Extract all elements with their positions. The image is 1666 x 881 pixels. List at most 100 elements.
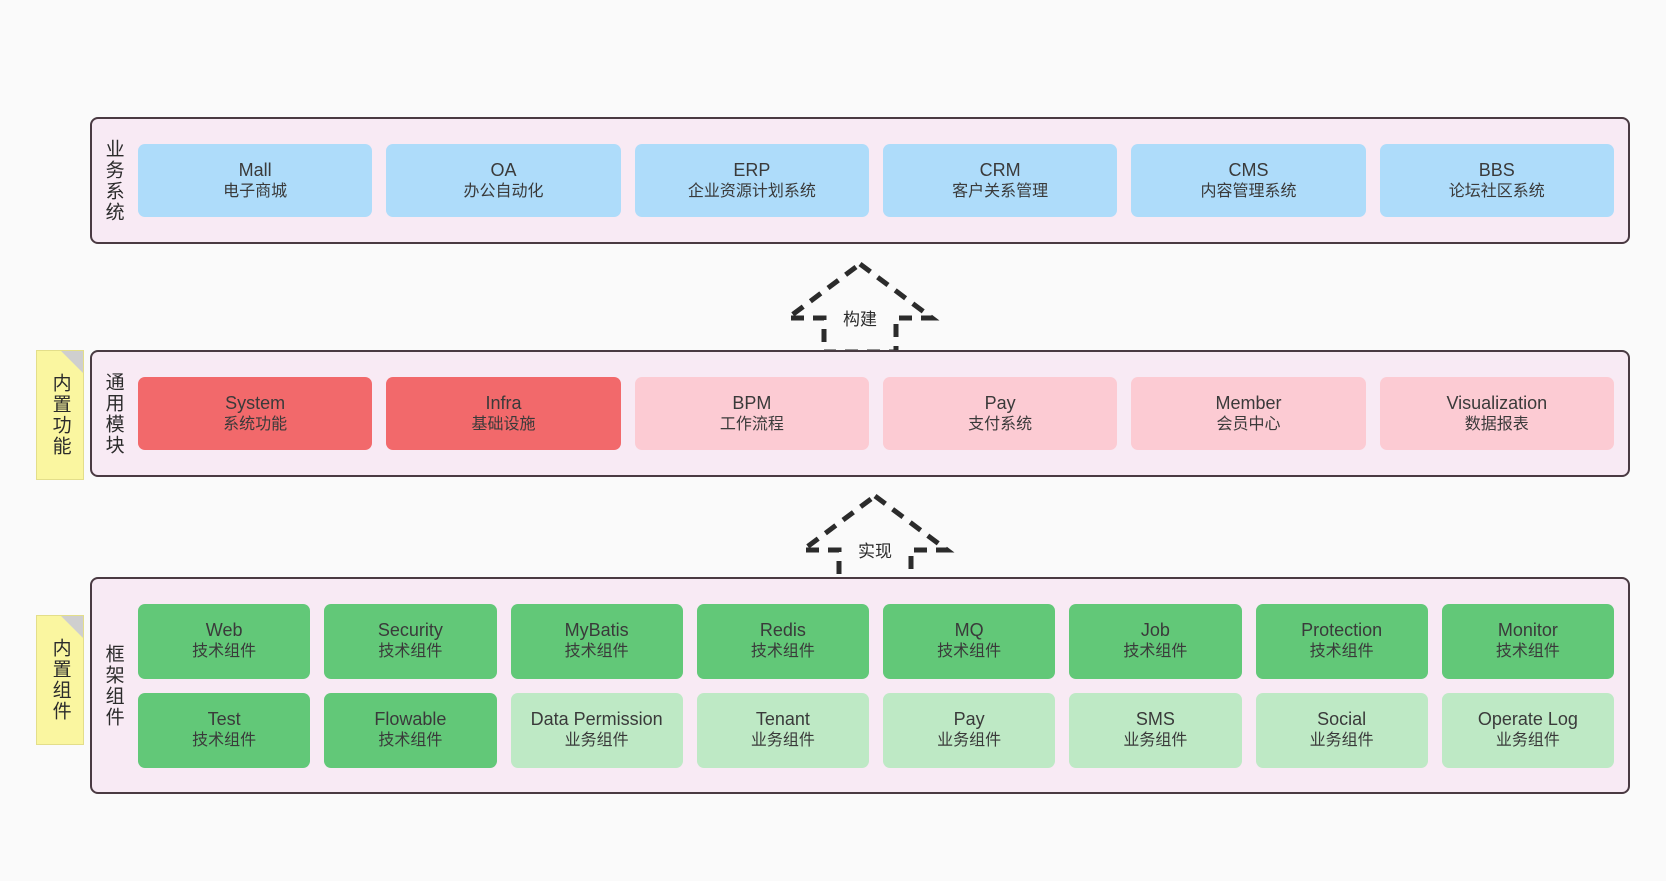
node-title: ERP — [733, 159, 771, 180]
note-builtin-component: 内置组件 — [36, 615, 84, 745]
node-title: Social — [1317, 709, 1367, 730]
node-flowable[interactable]: Flowable 技术组件 — [324, 692, 497, 768]
node-subtitle: 基础设施 — [471, 415, 536, 433]
layer-row: Web 技术组件 Security 技术组件 MyBatis 技术组件 Redi… — [138, 603, 1614, 679]
node-subtitle: 企业资源计划系统 — [687, 182, 816, 200]
node-data-permission[interactable]: Data Permission 业务组件 — [510, 692, 683, 768]
node-web[interactable]: Web 技术组件 — [138, 603, 311, 679]
node-subtitle: 系统功能 — [223, 415, 288, 433]
node-title: Protection — [1301, 620, 1383, 641]
node-title: Operate Log — [1477, 709, 1578, 730]
node-subtitle: 会员中心 — [1216, 415, 1281, 433]
layer-label-framework-component: 框架组件 — [102, 643, 124, 728]
node-title: MQ — [954, 620, 984, 641]
node-security[interactable]: Security 技术组件 — [324, 603, 497, 679]
layer-row: Mall 电子商城 OA 办公自动化 ERP 企业资源计划系统 CRM 客户关系… — [138, 144, 1614, 217]
layer-business-system: 业务系统 Mall 电子商城 OA 办公自动化 ERP 企业资源计划系统 CRM… — [90, 117, 1630, 244]
node-tenant[interactable]: Tenant 业务组件 — [696, 692, 869, 768]
node-subtitle: 业务组件 — [1495, 732, 1560, 750]
layer-body-common-module: System 系统功能 Infra 基础设施 BPM 工作流程 Pay 支付系统… — [134, 352, 1628, 475]
node-operate-log[interactable]: Operate Log 业务组件 — [1441, 692, 1614, 768]
node-redis[interactable]: Redis 技术组件 — [696, 603, 869, 679]
connector-implement: 实现 — [795, 490, 955, 588]
node-sms[interactable]: SMS 业务组件 — [1069, 692, 1242, 768]
node-subtitle: 技术组件 — [192, 732, 257, 750]
node-subtitle: 业务组件 — [564, 732, 629, 750]
node-mybatis[interactable]: MyBatis 技术组件 — [510, 603, 683, 679]
node-title: BBS — [1478, 159, 1515, 180]
node-oa[interactable]: OA 办公自动化 — [386, 144, 621, 217]
node-cms[interactable]: CMS 内容管理系统 — [1131, 144, 1366, 217]
node-pay-component[interactable]: Pay 业务组件 — [883, 692, 1056, 768]
node-title: System — [225, 392, 286, 413]
node-title: Job — [1140, 620, 1170, 641]
layer-body-business-system: Mall 电子商城 OA 办公自动化 ERP 企业资源计划系统 CRM 客户关系… — [134, 119, 1628, 242]
node-title: Pay — [953, 709, 985, 730]
node-title: Web — [205, 620, 243, 641]
note-builtin-function: 内置功能 — [36, 350, 84, 480]
node-subtitle: 技术组件 — [1495, 643, 1560, 661]
node-mq[interactable]: MQ 技术组件 — [883, 603, 1056, 679]
node-subtitle: 技术组件 — [750, 643, 815, 661]
node-job[interactable]: Job 技术组件 — [1069, 603, 1242, 679]
node-monitor[interactable]: Monitor 技术组件 — [1441, 603, 1614, 679]
node-mall[interactable]: Mall 电子商城 — [138, 144, 373, 217]
layer-row: Test 技术组件 Flowable 技术组件 Data Permission … — [138, 692, 1614, 768]
node-title: Monitor — [1497, 620, 1558, 641]
node-bpm[interactable]: BPM 工作流程 — [634, 377, 869, 450]
connector-build-label: 构建 — [840, 304, 880, 331]
node-title: OA — [490, 159, 517, 180]
node-subtitle: 工作流程 — [719, 415, 784, 433]
node-test[interactable]: Test 技术组件 — [138, 692, 311, 768]
layer-label-common-module: 通用模块 — [102, 371, 124, 456]
node-title: MyBatis — [564, 620, 629, 641]
node-title: Security — [377, 620, 443, 641]
node-infra[interactable]: Infra 基础设施 — [386, 377, 621, 450]
node-protection[interactable]: Protection 技术组件 — [1255, 603, 1428, 679]
node-subtitle: 技术组件 — [1309, 643, 1374, 661]
layer-body-framework-component: Web 技术组件 Security 技术组件 MyBatis 技术组件 Redi… — [134, 579, 1628, 792]
layer-framework-component: 框架组件 Web 技术组件 Security 技术组件 MyBatis 技术组件… — [90, 577, 1630, 794]
note-label: 内置组件 — [49, 638, 71, 722]
node-bbs[interactable]: BBS 论坛社区系统 — [1379, 144, 1614, 217]
node-title: Test — [207, 709, 241, 730]
note-label: 内置功能 — [49, 373, 71, 457]
layer-label-business-system: 业务系统 — [102, 138, 124, 223]
node-title: CMS — [1228, 159, 1269, 180]
node-title: Tenant — [755, 709, 810, 730]
node-title: SMS — [1135, 709, 1175, 730]
node-title: Mall — [238, 159, 272, 180]
node-subtitle: 内容管理系统 — [1200, 182, 1297, 200]
node-visualization[interactable]: Visualization 数据报表 — [1379, 377, 1614, 450]
node-erp[interactable]: ERP 企业资源计划系统 — [634, 144, 869, 217]
layer-common-module: 通用模块 System 系统功能 Infra 基础设施 BPM 工作流程 Pay… — [90, 350, 1630, 477]
node-subtitle: 技术组件 — [1123, 643, 1188, 661]
node-system[interactable]: System 系统功能 — [138, 377, 373, 450]
node-title: Visualization — [1446, 392, 1548, 413]
node-subtitle: 技术组件 — [378, 643, 443, 661]
node-pay-module[interactable]: Pay 支付系统 — [882, 377, 1118, 450]
node-title: Redis — [759, 620, 806, 641]
node-title: Flowable — [374, 709, 447, 730]
node-subtitle: 技术组件 — [937, 643, 1002, 661]
node-subtitle: 业务组件 — [750, 732, 815, 750]
node-social[interactable]: Social 业务组件 — [1255, 692, 1428, 768]
node-subtitle: 客户关系管理 — [952, 182, 1049, 200]
node-subtitle: 支付系统 — [968, 415, 1033, 433]
node-title: BPM — [732, 392, 772, 413]
node-member[interactable]: Member 会员中心 — [1131, 377, 1366, 450]
node-subtitle: 办公自动化 — [463, 182, 544, 200]
connector-build: 构建 — [780, 258, 940, 356]
node-subtitle: 技术组件 — [378, 732, 443, 750]
node-subtitle: 业务组件 — [1123, 732, 1188, 750]
node-title: Pay — [984, 392, 1016, 413]
node-title: CRM — [979, 159, 1021, 180]
node-subtitle: 业务组件 — [1309, 732, 1374, 750]
node-subtitle: 电子商城 — [223, 182, 288, 200]
node-subtitle: 论坛社区系统 — [1448, 182, 1545, 200]
connector-implement-label: 实现 — [855, 536, 895, 563]
node-subtitle: 技术组件 — [564, 643, 629, 661]
node-crm[interactable]: CRM 客户关系管理 — [882, 144, 1118, 217]
node-title: Infra — [485, 392, 522, 413]
